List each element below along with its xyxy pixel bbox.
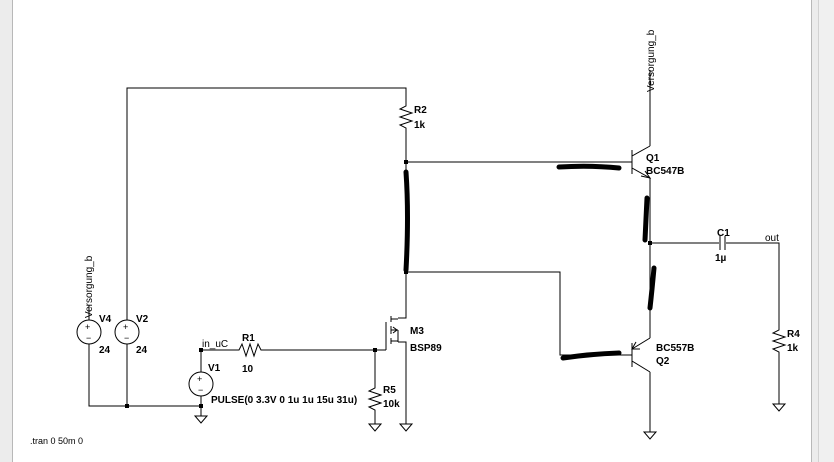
q2-model: Q2	[656, 356, 670, 367]
wire-out	[726, 242, 780, 326]
junction-dot	[404, 270, 408, 274]
junction-dot	[404, 160, 408, 164]
junction-dot	[199, 404, 203, 408]
m3-name: M3	[410, 326, 424, 337]
svg-text:+: +	[85, 322, 90, 332]
highlight-vertical-mid	[403, 169, 410, 273]
r1-name: R1	[242, 333, 255, 344]
r4-value: 1k	[787, 343, 799, 354]
c1-value: 1µ	[715, 253, 727, 264]
capacitor-c1[interactable]	[719, 236, 726, 250]
v4-name: V4	[99, 314, 112, 325]
svg-text:−: −	[124, 333, 129, 343]
wire-top	[126, 87, 407, 320]
resistor-r5[interactable]	[367, 384, 383, 412]
c1-name: C1	[717, 228, 730, 239]
highlight-q1-base	[556, 163, 622, 171]
net-label-in-uC: in_uC	[202, 339, 228, 350]
wire-m3-source	[398, 341, 407, 424]
q1-name: Q1	[646, 153, 660, 164]
wire-bottom-common	[88, 344, 201, 407]
ground-icon	[398, 423, 414, 432]
r2-value: 1k	[414, 120, 426, 131]
highlight-q1-emitter	[642, 195, 650, 243]
ground-icon	[367, 423, 383, 432]
net-label-supply-top: Versorgung_b	[646, 29, 657, 92]
voltage-source-v2[interactable]: + −	[114, 319, 140, 345]
junction-dot	[125, 404, 129, 408]
junction-dot	[199, 348, 203, 352]
net-label-supply-left: Versorgung_b	[84, 255, 95, 318]
r4-name: R4	[787, 329, 800, 340]
transistor-q2[interactable]	[631, 337, 651, 373]
q1-model: BC547B	[646, 166, 684, 177]
v4-value: 24	[99, 345, 111, 356]
junction-dot	[648, 241, 652, 245]
highlight-strokes	[403, 163, 657, 361]
svg-text:+: +	[123, 322, 128, 332]
voltage-source-v1[interactable]: + −	[188, 371, 214, 397]
voltage-source-v4[interactable]: + −	[76, 319, 102, 345]
m3-model: BSP89	[410, 343, 442, 354]
transistor-q1[interactable]	[631, 145, 652, 179]
svg-text:+: +	[197, 374, 202, 384]
svg-text:−: −	[86, 333, 91, 343]
ground-icon	[193, 415, 209, 424]
highlight-q2-emitter	[647, 265, 657, 311]
spice-directive[interactable]: .tran 0 50m 0	[30, 436, 83, 446]
ground-icon	[771, 403, 787, 412]
v1-name: V1	[208, 363, 221, 374]
junction-dot	[373, 348, 377, 352]
svg-text:−: −	[198, 385, 203, 395]
v1-value: PULSE(0 3.3V 0 1u 1u 15u 31u)	[211, 395, 357, 406]
ground-symbols	[193, 403, 787, 440]
junctions	[125, 160, 652, 408]
schematic-sheet[interactable]	[12, 0, 812, 462]
wire-m3-drain	[398, 272, 407, 319]
wires	[88, 70, 780, 432]
r5-name: R5	[383, 385, 396, 396]
resistor-r2[interactable]	[398, 102, 414, 130]
r1-value: 10	[242, 364, 254, 375]
vertical-scrollbar[interactable]	[818, 0, 834, 462]
r5-value: 10k	[383, 399, 400, 410]
r2-name: R2	[414, 105, 427, 116]
highlight-q2-base	[560, 350, 622, 361]
v2-value: 24	[136, 345, 148, 356]
v2-name: V2	[136, 314, 149, 325]
resistor-r4[interactable]	[771, 326, 787, 354]
resistor-r1[interactable]	[235, 342, 265, 358]
ground-icon	[642, 431, 658, 440]
q2-name: BC557B	[656, 343, 694, 354]
net-label-out: out	[765, 233, 779, 244]
mosfet-m3[interactable]	[385, 316, 399, 350]
